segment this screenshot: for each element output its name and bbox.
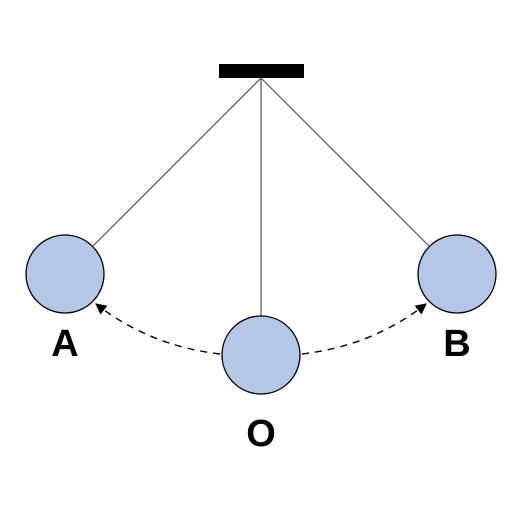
- label-o: O: [246, 413, 276, 455]
- bob-o: [221, 315, 301, 395]
- string-to-b: [260, 77, 430, 247]
- ceiling-mount-bar: [219, 64, 304, 78]
- string-to-a: [92, 77, 262, 247]
- arc-arrow-to-b: [301, 303, 427, 355]
- label-a: A: [51, 323, 78, 365]
- bob-b: [417, 234, 497, 314]
- arc-arrow-to-a: [95, 303, 221, 355]
- bob-a: [25, 234, 105, 314]
- label-b: B: [443, 323, 470, 365]
